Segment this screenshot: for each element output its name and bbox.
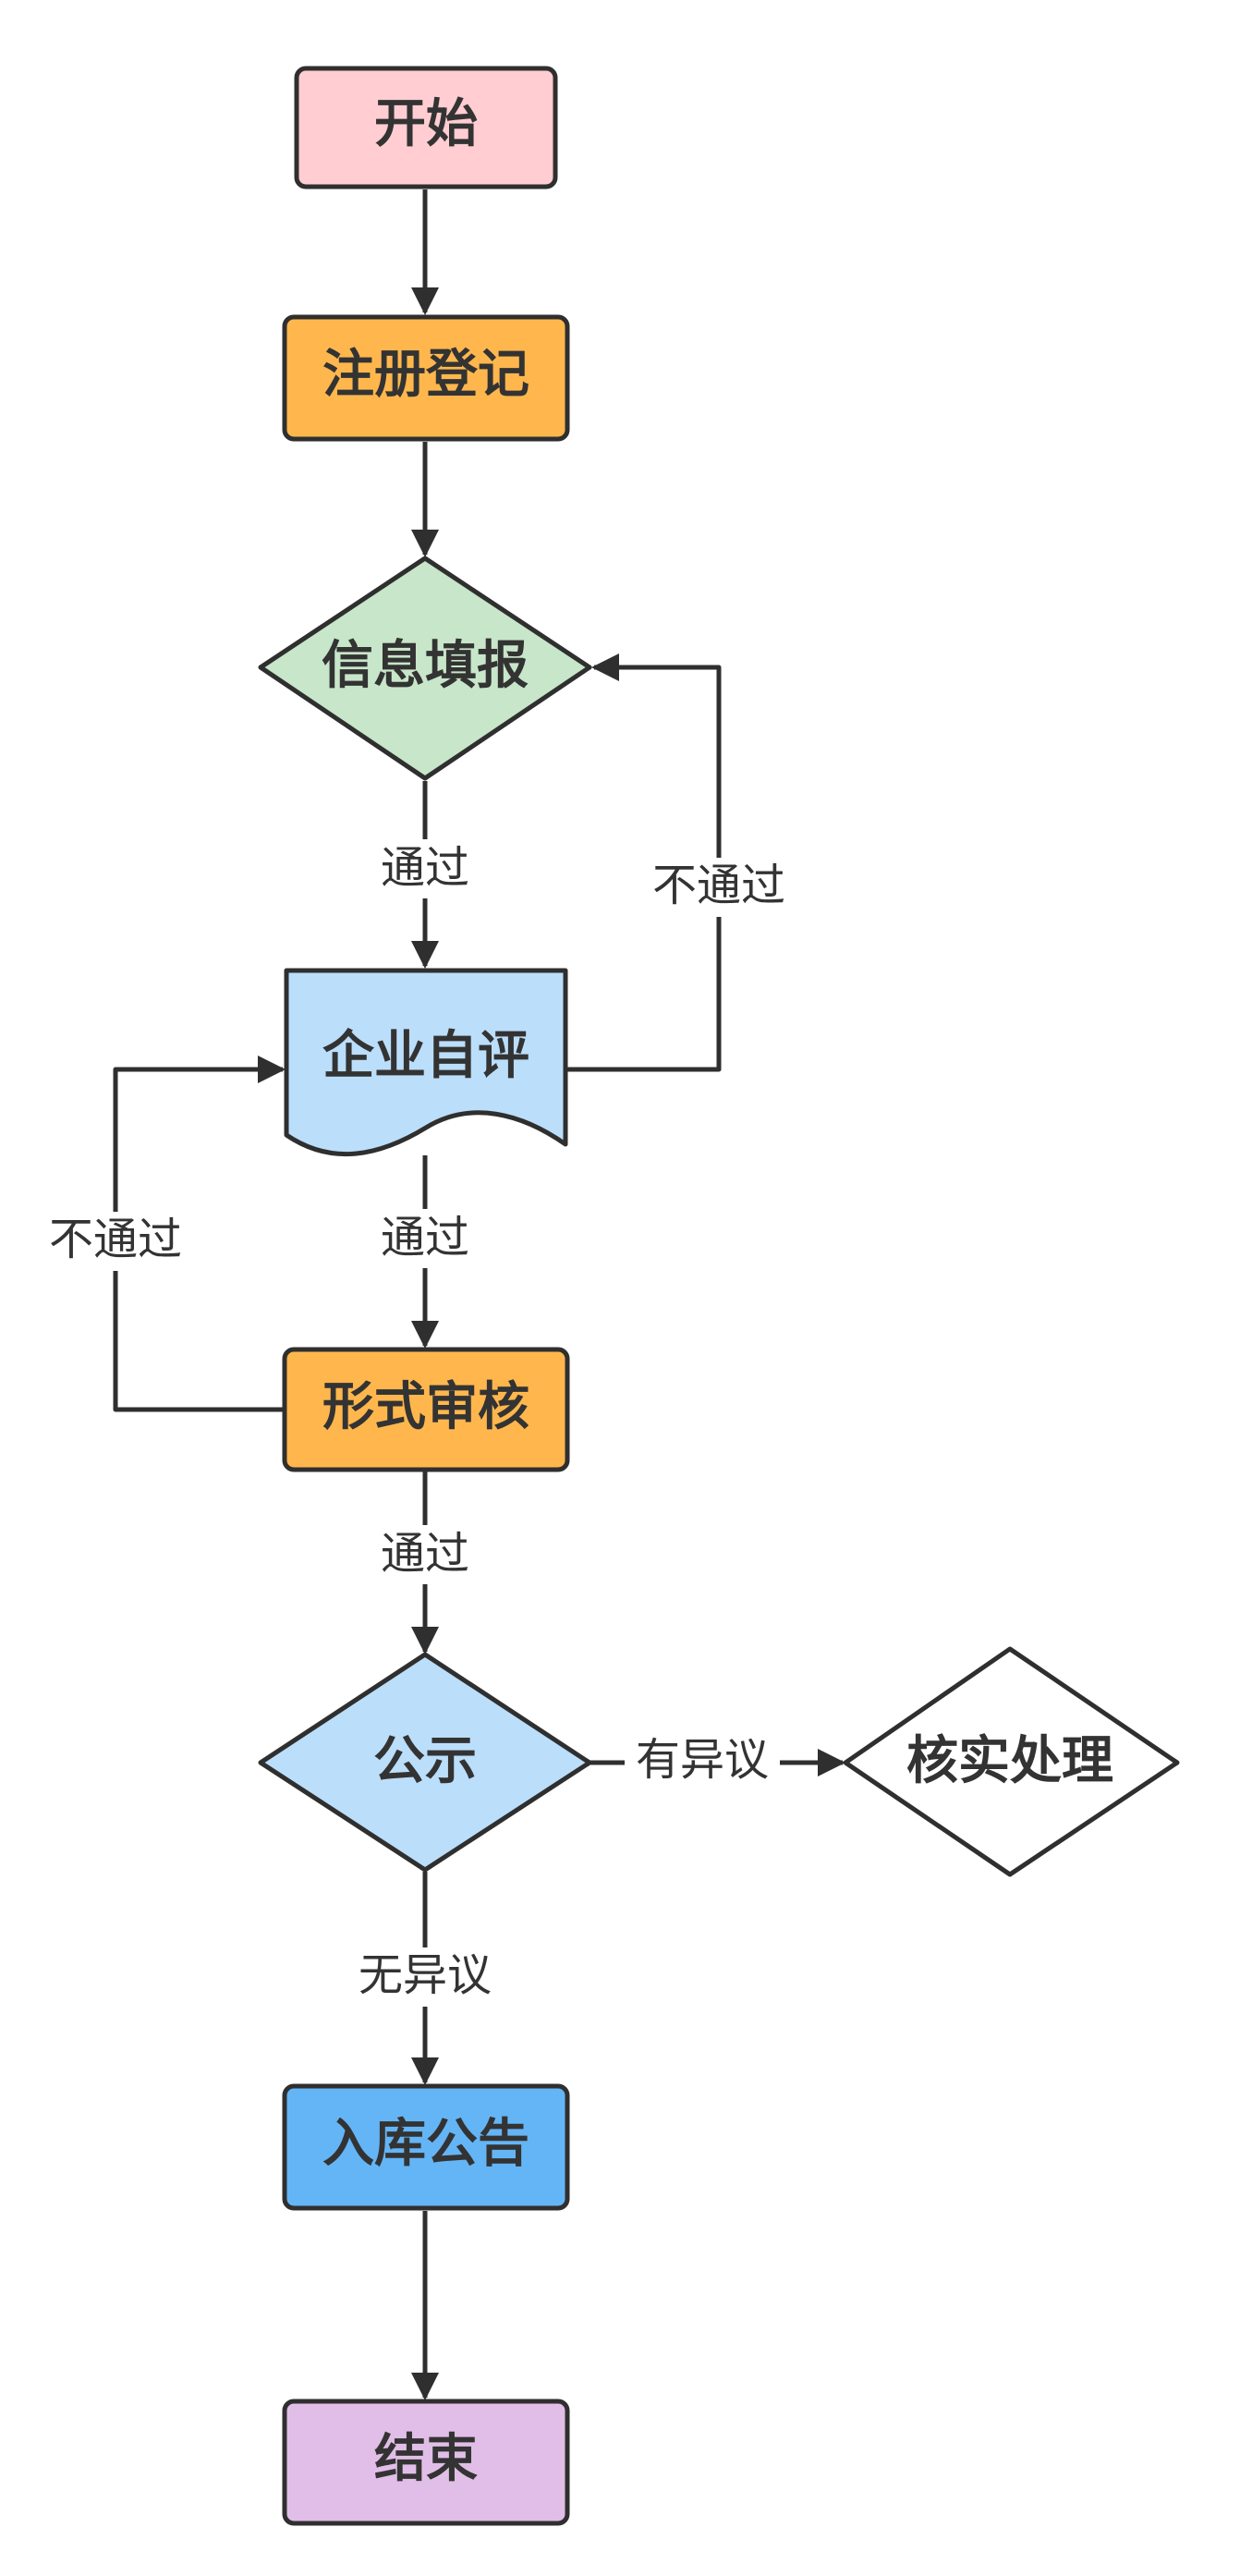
edge-label-publicity-to-announce: 无异议 [359,1949,492,2001]
node-verify-shape [843,1646,1180,1877]
node-verify-label: 核实处理 [906,1731,1113,1791]
edges: 通过 不通过 通过 不通过 通过 有异议 无异议 [28,189,845,2400]
edge-label-eval-to-review: 通过 [381,1212,469,1264]
node-info-fill: 信息填报 [258,555,592,781]
edge-label-bg [28,1212,203,1271]
node-register-shape [282,314,570,442]
node-announce-shape [282,2083,570,2211]
edge-label-publicity-to-verify: 有异议 [636,1734,769,1786]
node-start-shape [294,66,558,189]
node-info-fill-shape [258,555,592,781]
node-publicity: 公示 [258,1652,592,1873]
edge-label-eval-to-info: 不通过 [652,860,785,911]
node-start-label: 开始 [374,94,478,154]
edge-label-bg [360,839,490,898]
node-register-label: 注册登记 [322,345,529,405]
nodes: 开始 注册登记 信息填报 企业自评 形式审核 公示 [258,66,1180,2526]
node-formal-review-label: 形式审核 [322,1377,529,1437]
node-info-fill-label: 信息填报 [322,636,529,696]
node-verify: 核实处理 [843,1646,1180,1877]
node-register: 注册登记 [282,314,570,442]
node-publicity-label: 公示 [373,1731,477,1791]
node-publicity-shape [258,1652,592,1873]
edge-label-review-to-eval: 不通过 [49,1214,182,1265]
node-end-shape [282,2399,570,2526]
node-self-eval-shape [284,968,568,1157]
node-announce-label: 入库公告 [322,2114,529,2174]
edge-label-bg [631,858,807,917]
edge-label-bg [360,1525,490,1584]
node-end-label: 结束 [374,2429,478,2489]
edge-label-review-to-publicity: 通过 [381,1528,469,1580]
node-formal-review-shape [282,1347,570,1472]
edge-label-info-to-eval: 通过 [381,842,469,894]
edge-label-bg [360,1209,490,1268]
node-formal-review: 形式审核 [282,1347,570,1472]
node-start: 开始 [294,66,558,189]
node-end: 结束 [282,2399,570,2526]
node-self-eval: 企业自评 [284,968,568,1157]
node-announce: 入库公告 [282,2083,570,2211]
edge-label-bg [625,1732,780,1791]
edge-label-bg [346,1947,504,2007]
node-self-eval-label: 企业自评 [322,1026,529,1086]
